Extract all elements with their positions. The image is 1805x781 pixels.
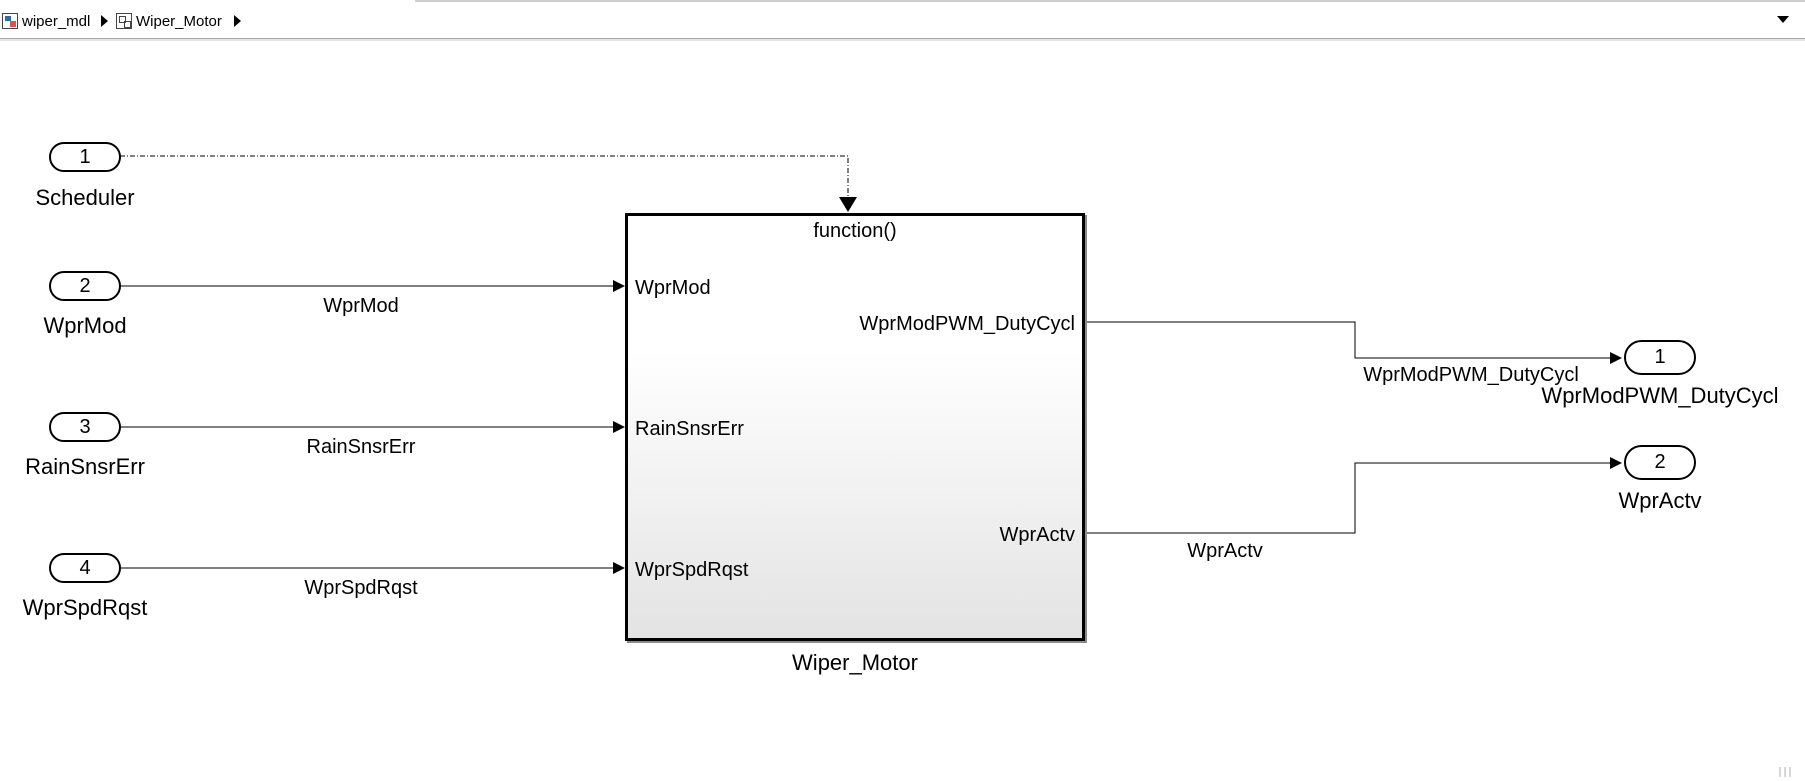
port-number: 3 (79, 415, 91, 438)
model-icon (2, 13, 18, 29)
inport-block-wprmod[interactable]: 2 (49, 271, 121, 301)
inport-block-wprspdrqst[interactable]: 4 (49, 553, 121, 583)
resize-grip-icon[interactable] (1777, 765, 1795, 777)
breadcrumb-item-model[interactable]: wiper_mdl (2, 11, 90, 31)
port-number: 2 (79, 274, 91, 297)
signal-label-wpractv[interactable]: WprActv (1187, 540, 1263, 562)
outport-label-wpractv: WprActv (1618, 488, 1702, 513)
subsystem-output-dutycycl: WprModPWM_DutyCycl (859, 313, 1075, 335)
outport-label-dutycycl: WprModPWM_DutyCycl (1541, 383, 1779, 408)
subsystem-name-label[interactable]: Wiper_Motor (792, 650, 918, 675)
inport-block-scheduler[interactable]: 1 (49, 142, 121, 172)
subsystem-input-wprmod: WprMod (635, 277, 711, 299)
subsystem-input-wprspdrqst: WprSpdRqst (635, 559, 749, 581)
signal-label-rainsnsrerr[interactable]: RainSnsrErr (306, 436, 416, 458)
subsystem-icon (116, 13, 132, 29)
inport-label-wprmod: WprMod (43, 313, 127, 338)
port-number: 1 (1654, 346, 1666, 368)
trigger-line (120, 155, 849, 207)
port-number: 2 (1654, 451, 1666, 473)
breadcrumb-label: wiper_mdl (22, 12, 91, 30)
outport-block-dutycycl[interactable]: 1 (1624, 340, 1696, 375)
subsystem-input-rainsnsrerr: RainSnsrErr (635, 418, 744, 440)
signal-line-dutycycl (1085, 321, 1622, 364)
chevron-right-icon (101, 15, 108, 27)
signal-label-wprmod[interactable]: WprMod (323, 295, 399, 317)
chevron-right-icon (234, 15, 241, 27)
breadcrumb-item-subsystem[interactable]: Wiper_Motor (116, 11, 222, 31)
signal-label-wprspdrqst[interactable]: WprSpdRqst (304, 577, 418, 599)
trigger-arrowhead (839, 197, 857, 212)
inport-label-rainsnsrerr: RainSnsrErr (25, 454, 145, 479)
subsystem-block-wiper-motor[interactable]: function() WprMod RainSnsrErr WprSpdRqst… (625, 213, 1085, 641)
breadcrumb-label: Wiper_Motor (136, 12, 222, 30)
inport-label-scheduler: Scheduler (35, 185, 135, 210)
signal-label-dutycycl[interactable]: WprModPWM_DutyCycl (1363, 364, 1579, 386)
inport-label-wprspdrqst: WprSpdRqst (22, 595, 148, 620)
breadcrumb: wiper_mdl Wiper_Motor (0, 2, 1805, 39)
subsystem-output-wpractv: WprActv (999, 524, 1075, 546)
port-number: 1 (79, 145, 91, 168)
outport-block-wpractv[interactable]: 2 (1624, 445, 1696, 480)
inport-block-rainsnsrerr[interactable]: 3 (49, 412, 121, 442)
diagram-canvas[interactable]: 1 Scheduler 2 WprMod 3 RainSnsrErr 4 Wpr… (0, 40, 1805, 781)
function-call-trigger-label: function() (813, 220, 897, 242)
port-number: 4 (79, 556, 91, 579)
signal-line-wpractv (1085, 457, 1622, 534)
chevron-down-icon[interactable] (1777, 16, 1789, 23)
